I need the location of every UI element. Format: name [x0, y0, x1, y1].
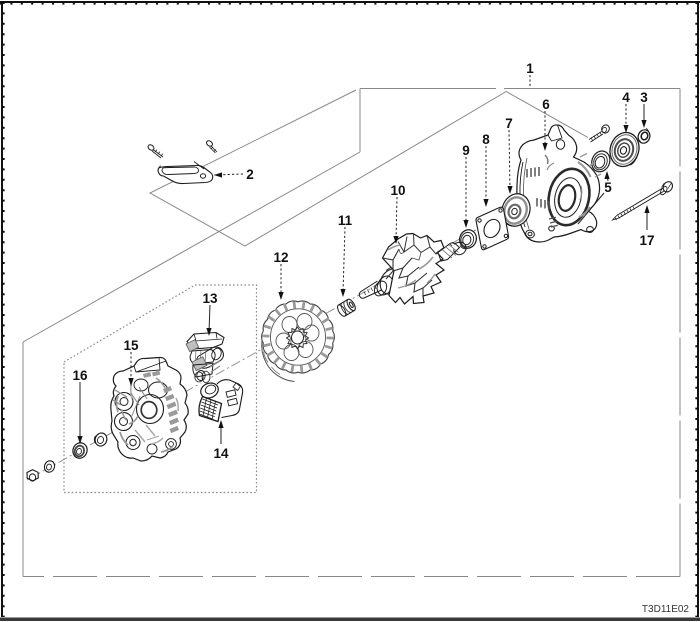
svg-text:3: 3: [640, 90, 648, 105]
svg-text:17: 17: [639, 233, 654, 248]
svg-text:15: 15: [123, 338, 139, 353]
svg-text:5: 5: [604, 180, 612, 195]
svg-text:16: 16: [72, 368, 88, 383]
svg-text:4: 4: [622, 90, 630, 105]
svg-text:9: 9: [462, 143, 470, 158]
svg-text:14: 14: [213, 446, 229, 461]
svg-text:11: 11: [338, 213, 353, 228]
svg-text:6: 6: [542, 97, 550, 112]
svg-text:7: 7: [505, 116, 513, 131]
svg-text:1: 1: [526, 61, 534, 76]
svg-text:T3D11E02: T3D11E02: [642, 604, 690, 615]
svg-text:2: 2: [246, 167, 254, 182]
svg-text:10: 10: [390, 183, 405, 198]
svg-text:13: 13: [202, 291, 218, 306]
svg-text:8: 8: [482, 132, 490, 147]
svg-text:12: 12: [273, 250, 288, 265]
